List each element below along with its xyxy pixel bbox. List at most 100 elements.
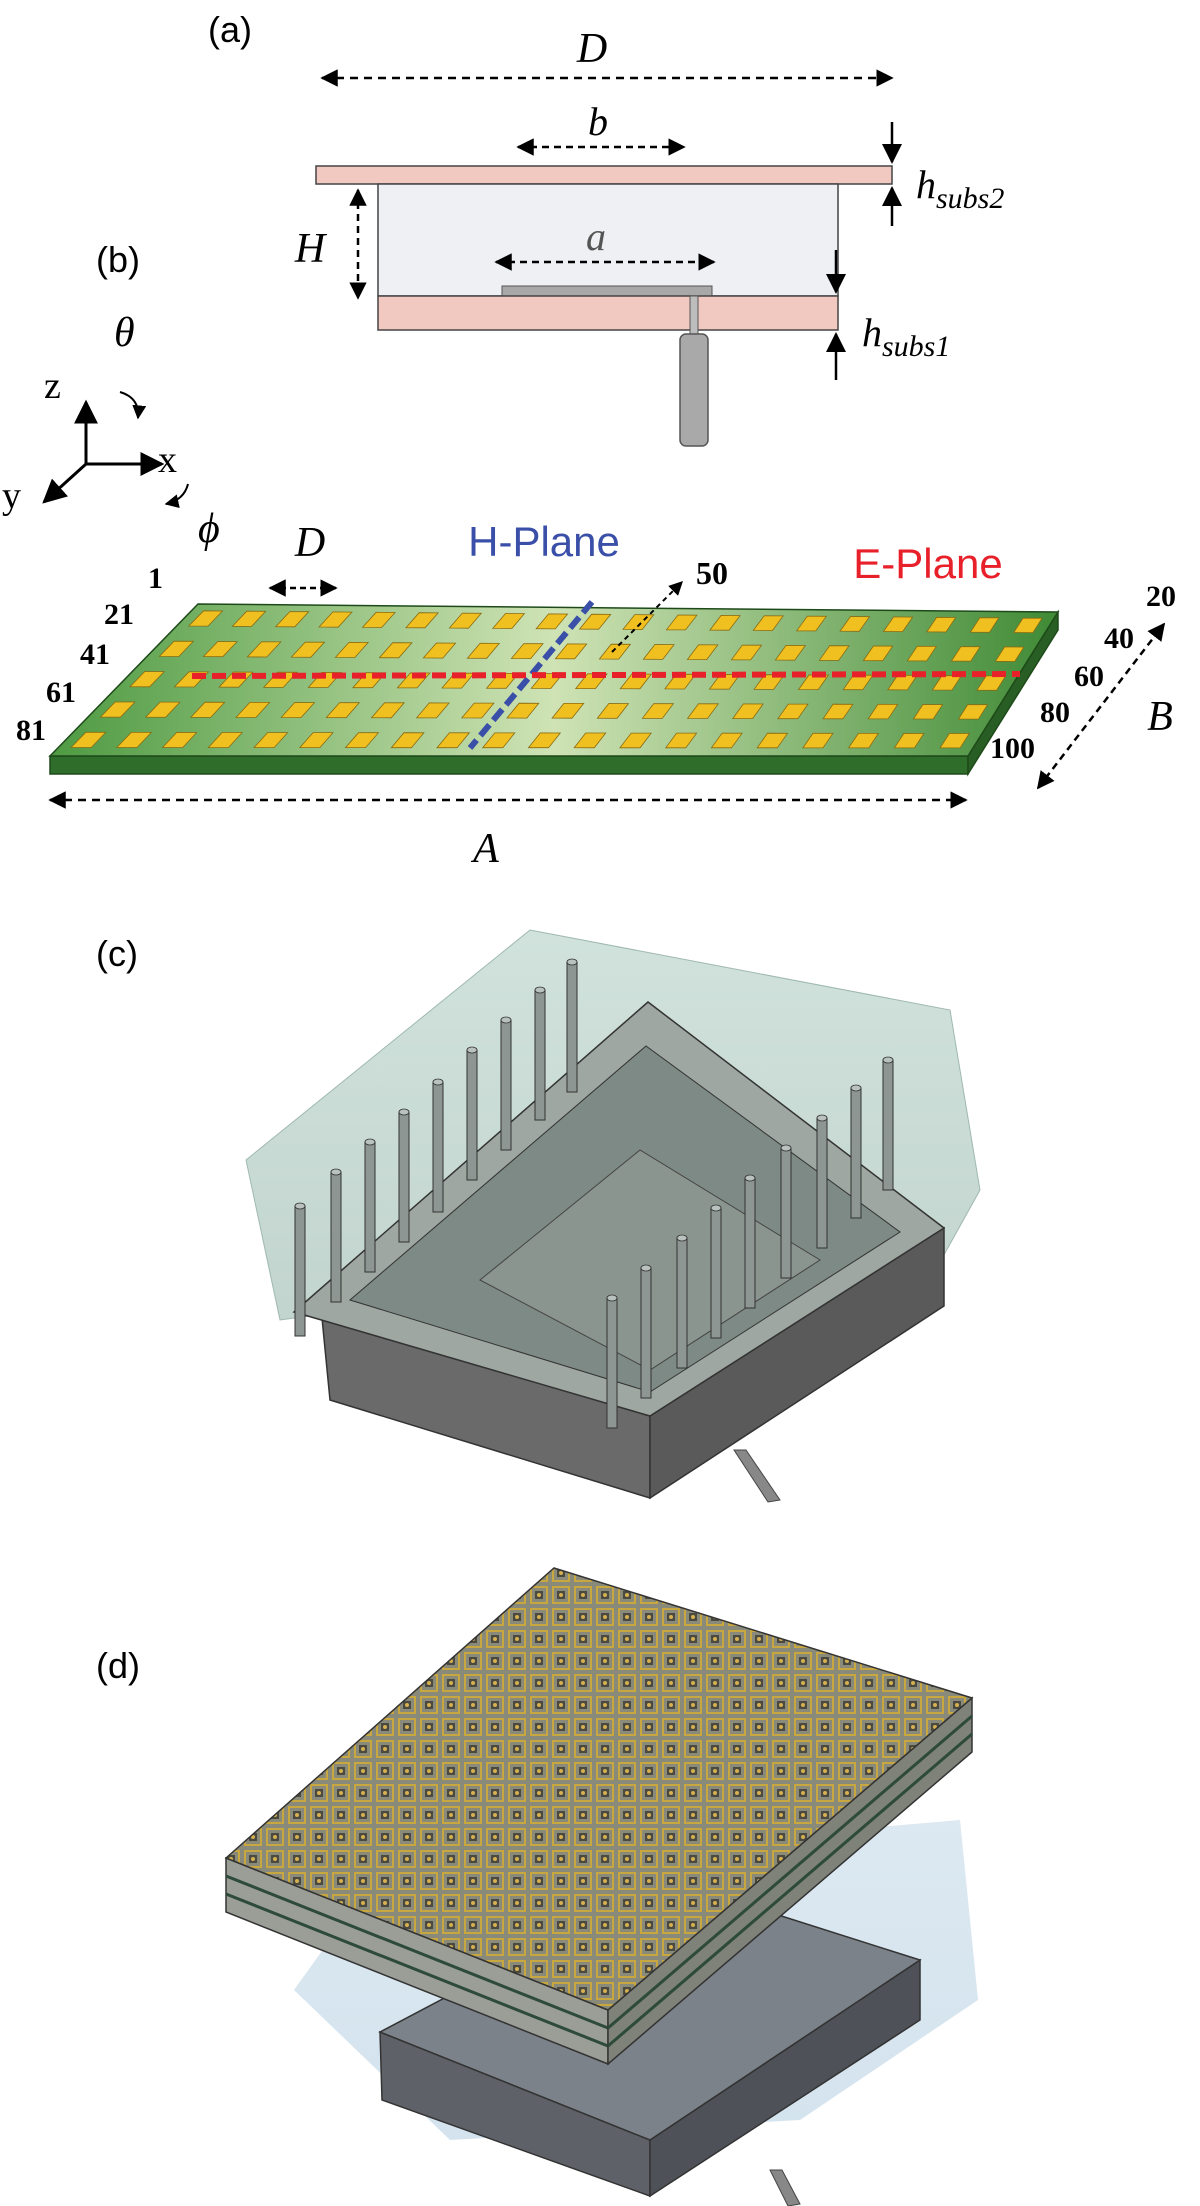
patch-element — [950, 646, 981, 662]
h-subs2-base: h — [916, 162, 936, 207]
panel-b: (b) z x y θ ϕ D H-Plane E-Plane 50 — [2, 239, 1176, 872]
element-50-pointer — [611, 581, 683, 653]
patch-element — [554, 643, 588, 660]
patch-element — [641, 703, 675, 719]
bottom-substrate — [377, 295, 839, 331]
patch-element — [235, 702, 271, 718]
h-subs1-label: hsubs1 — [862, 310, 950, 363]
patch-element — [115, 732, 153, 748]
patch-element — [573, 732, 607, 749]
patch-element — [262, 671, 298, 688]
patch-element — [231, 610, 267, 627]
dim-A-label: A — [470, 826, 499, 872]
patch-element — [527, 732, 562, 749]
patch-element — [774, 644, 807, 661]
patch-element — [298, 732, 334, 748]
patch-element — [957, 704, 989, 720]
patch-element — [818, 645, 850, 661]
element-index-left-2: 41 — [80, 638, 110, 671]
coordinate-axes: z x y θ ϕ — [2, 310, 220, 552]
patch-element — [318, 611, 353, 628]
e-plane-cut-line — [191, 671, 1021, 679]
coax-connector — [679, 333, 709, 447]
layer-divider-3 — [607, 1714, 973, 2030]
patch-element — [460, 702, 495, 719]
shorting-pin-cap — [710, 1204, 722, 1212]
patch-element — [596, 703, 630, 719]
patch-element — [207, 732, 244, 748]
patch-element — [969, 617, 1000, 633]
patch-element — [795, 615, 828, 632]
patch-element — [752, 615, 784, 632]
shorting-pin — [676, 1237, 688, 1369]
shorting-pins — [294, 958, 894, 1429]
patch-element — [187, 610, 224, 627]
shorting-pin-cap — [816, 1114, 828, 1122]
coax-feed-d — [769, 2169, 801, 2206]
panel-d: (d) — [96, 1567, 978, 2206]
phi-label: ϕ — [198, 506, 220, 552]
shorting-pin — [398, 1111, 410, 1243]
patch-element — [619, 732, 653, 749]
patch-element — [370, 702, 406, 719]
shorting-pin-cap — [534, 986, 546, 994]
patch-element — [912, 704, 944, 720]
patch-element — [422, 642, 457, 659]
patch-element — [802, 732, 834, 749]
element-index-left-3: 61 — [46, 676, 76, 709]
shorting-pin-cap — [294, 1202, 306, 1210]
dim-D-label: D — [576, 26, 607, 72]
e-plane-label: E-Plane — [853, 540, 1002, 587]
patch-element — [847, 733, 880, 749]
shorting-pin-cap — [466, 1046, 478, 1054]
patch-element — [842, 674, 874, 691]
patch-element — [253, 732, 289, 748]
h-subs2-sub: subs2 — [936, 182, 1004, 215]
cavity — [377, 183, 839, 297]
shorting-pin — [850, 1087, 862, 1219]
patch-element — [686, 644, 719, 661]
panel-a: (a) D b H a hsubs2 hsubs1 — [208, 9, 1004, 447]
shorting-pin — [330, 1171, 342, 1303]
layer-divider-2 — [225, 1892, 609, 2048]
shorting-pin-cap — [432, 1078, 444, 1086]
patch-element — [994, 646, 1025, 662]
shorting-pin-cap — [500, 1016, 512, 1024]
panel-a-label: (a) — [208, 9, 252, 50]
patch-element — [202, 641, 239, 658]
patch-element — [70, 731, 107, 748]
patch-element — [709, 614, 741, 631]
shorting-pin — [500, 1019, 512, 1151]
coax-feed-c — [733, 1449, 781, 1503]
patch-element — [730, 644, 763, 661]
patch-element — [344, 732, 380, 748]
patch-element — [441, 672, 476, 689]
shorting-pin-cap — [398, 1108, 410, 1116]
patch-element — [491, 613, 526, 629]
h-plane-label: H-Plane — [468, 518, 620, 565]
shorting-pin — [606, 1297, 618, 1429]
theta-rotation-arrow — [119, 391, 147, 420]
patch-element — [551, 703, 585, 719]
patch-element — [436, 732, 471, 749]
metasurface-top — [224, 1567, 974, 2011]
patch-element — [481, 732, 516, 749]
shorting-pin — [710, 1207, 722, 1339]
shorting-pin — [294, 1205, 306, 1337]
element-index-50: 50 — [696, 555, 728, 591]
patch-element — [280, 702, 316, 719]
dim-b-label: b — [588, 99, 608, 144]
patch-element — [893, 732, 925, 749]
patch-element — [822, 703, 854, 720]
patch-element — [926, 616, 957, 633]
patch-element — [158, 640, 195, 657]
shorting-pin-cap — [330, 1168, 342, 1176]
patch-element — [448, 612, 483, 629]
patch-element — [598, 643, 632, 660]
shorting-pin-cap — [780, 1144, 792, 1152]
patch-element — [361, 611, 396, 628]
element-index-right-2: 60 — [1074, 660, 1104, 693]
dim-H-label: H — [294, 226, 328, 272]
shorting-pin-cap — [640, 1264, 652, 1272]
patch-element — [887, 674, 918, 691]
